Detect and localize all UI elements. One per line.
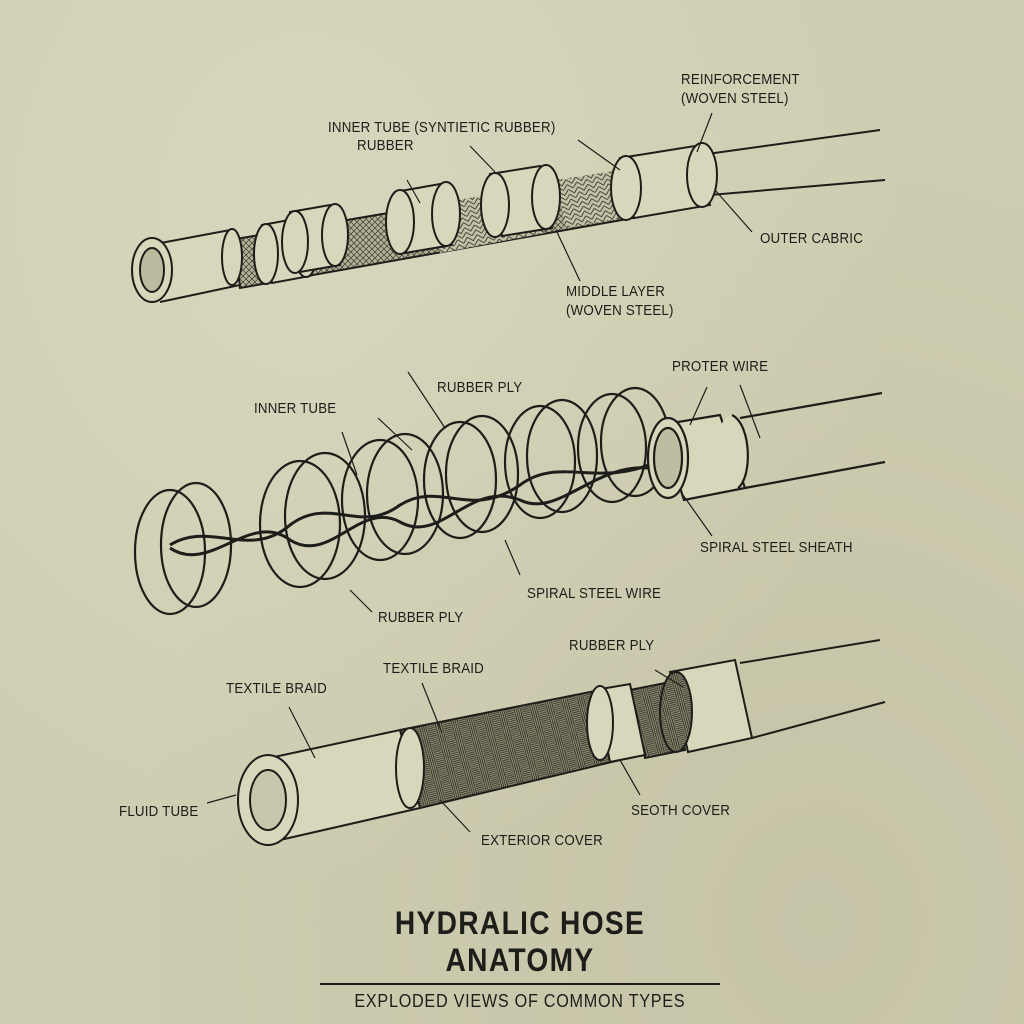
label-fluid-tube: FLUID TUBE [119, 804, 199, 820]
label-seoth-cover: SEOTH COVER [631, 803, 731, 819]
spiral-hose-drawing [133, 371, 886, 616]
title-block: HYDRALIC HOSE ANATOMY EXPLODED VIEWS OF … [300, 905, 740, 1012]
diagram-title: HYDRALIC HOSE ANATOMY [394, 905, 646, 978]
textile-hose-drawing [206, 639, 886, 846]
label-rubber-ply-bottom: RUBBER PLY [378, 610, 464, 626]
label-rubber-ply-top: RUBBER PLY [437, 380, 523, 396]
braided-hose-drawing [131, 112, 886, 303]
diagram-subtitle: EXPLODED VIEWS OF COMMON TYPES [354, 991, 686, 1011]
label-middle-layer-line1: MIDDLE LAYER [566, 284, 666, 300]
label-inner-tube: INNER TUBE [254, 401, 337, 417]
label-middle-layer-line2: (WOVEN STEEL) [566, 303, 674, 319]
label-inner-tube-synthetic: INNER TUBE (SYNTIETIC RUBBER) [328, 120, 556, 136]
label-rubber: RUBBER [357, 138, 414, 154]
label-exterior-cover: EXTERIOR COVER [481, 833, 603, 849]
label-textile-braid-left: TEXTILE BRAID [226, 681, 327, 697]
label-reinforcement-line2: (WOVEN STEEL) [681, 91, 789, 107]
label-reinforcement: REINFORCEMENT (WOVEN STEEL) [681, 71, 800, 109]
title-divider [320, 983, 720, 985]
label-reinforcement-line1: REINFORCEMENT [681, 72, 800, 88]
label-spiral-steel-wire: SPIRAL STEEL WIRE [527, 586, 662, 602]
label-textile-braid-center: TEXTILE BRAID [383, 661, 484, 677]
label-proter-wire: PROTER WIRE [672, 359, 769, 375]
label-rubber-ply: RUBBER PLY [569, 638, 655, 654]
label-outer-cabric: OUTER CABRIC [760, 231, 864, 247]
label-middle-layer: MIDDLE LAYER (WOVEN STEEL) [566, 283, 674, 321]
label-spiral-steel-sheath: SPIRAL STEEL SHEATH [700, 540, 853, 556]
